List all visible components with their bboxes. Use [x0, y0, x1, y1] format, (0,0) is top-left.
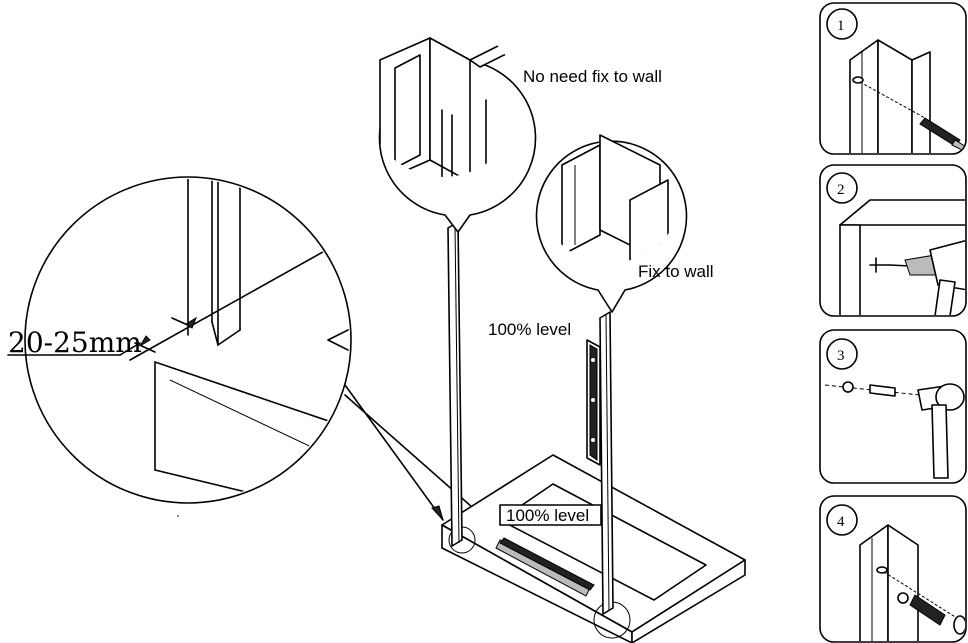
step-2-number: 2 [837, 182, 845, 198]
shower-tray [441, 454, 746, 643]
step-1-panel: 1 [819, 2, 967, 155]
step-3-number: 3 [837, 348, 845, 364]
step-4-badge [826, 504, 858, 536]
level-box [499, 504, 602, 526]
step-1-badge [826, 8, 858, 40]
left-profile [447, 221, 463, 547]
gap-detail-circle [24, 176, 352, 504]
step-1-number: 1 [837, 18, 845, 34]
horizontal-level: 100% level [499, 504, 602, 526]
no-fix-label: No need fix to wall [523, 67, 662, 86]
fix-detail: Fix to wall [535, 134, 714, 313]
wrench-icon [897, 592, 965, 635]
hammer-icon [917, 383, 965, 479]
step-2-panel: 2 [819, 164, 967, 317]
drill-icon [889, 239, 965, 315]
step-4-number: 4 [837, 514, 845, 530]
gap-detail: 20-25mm [7, 176, 352, 517]
step-3-frame [819, 329, 967, 484]
step-3-badge [826, 338, 858, 370]
step-4-panel: 4 [819, 495, 967, 643]
step-2-badge [826, 172, 858, 204]
gap-dimension-label: 20-25mm [8, 326, 142, 359]
vertical-level-label: 100% level [488, 320, 571, 339]
no-fix-detail: No need fix to wall [378, 37, 662, 233]
leader-line [344, 384, 444, 521]
step-3-panel: 3 [819, 329, 967, 484]
right-profile [586, 311, 614, 615]
horizontal-level-label: 100% level [506, 506, 589, 525]
fix-label: Fix to wall [638, 262, 714, 281]
